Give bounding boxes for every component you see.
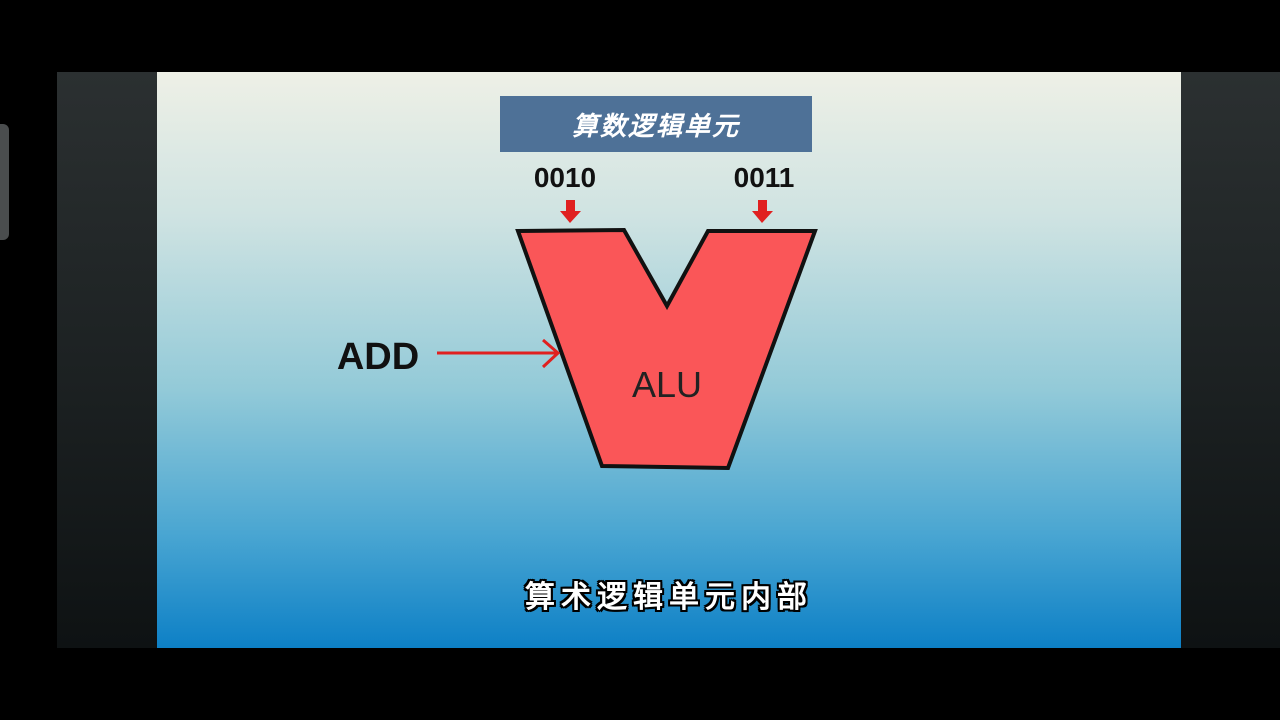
input-a-arrow: [560, 200, 581, 223]
slide-title: 算数逻辑单元: [571, 111, 740, 142]
slide-title-bar: 算数逻辑单元: [500, 96, 812, 152]
edge-handle[interactable]: [0, 124, 9, 240]
alu-diagram: 0010 0011 ALU ADD: [337, 162, 818, 471]
input-b-label: 0011: [734, 162, 795, 193]
left-side-panel: [57, 72, 157, 648]
operation-label: ADD: [337, 336, 419, 378]
alu-label: ALU: [632, 364, 702, 405]
operation-arrow: [437, 338, 561, 369]
caption-subtitle: 算术逻辑单元内部: [525, 580, 813, 615]
input-a-label: 0010: [534, 162, 596, 193]
alu-shape: [515, 227, 818, 471]
right-side-panel: [1181, 72, 1280, 648]
input-b-arrow: [752, 200, 773, 223]
slide: 算数逻辑单元 0010 0011 ALU ADD: [157, 72, 1181, 648]
